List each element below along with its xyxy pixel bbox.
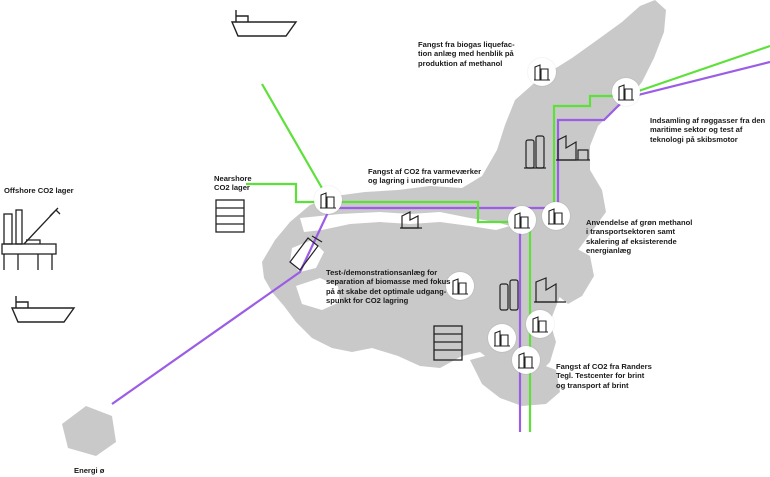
djursland-peninsula	[548, 246, 594, 304]
energy-island	[62, 406, 116, 456]
gas-cylinder-icon	[499, 279, 519, 311]
building-icon	[508, 206, 536, 234]
building-icon	[526, 310, 554, 338]
ship-icon	[230, 10, 298, 37]
label-varmevaerker: Fangst af CO2 fra varmeværker og lagring…	[368, 167, 482, 186]
label-randers: Fangst af CO2 fra Randers Tegl. Testcent…	[556, 362, 652, 390]
building-icon	[542, 202, 570, 230]
ship-icon	[10, 296, 76, 323]
storage-tank-icon	[215, 199, 245, 233]
green-route-nearshore	[261, 83, 331, 203]
label-methanol: Anvendelse af grøn methanol i transports…	[586, 218, 693, 256]
offshore-rig-icon	[1, 207, 61, 270]
factory-icon	[556, 135, 590, 161]
building-icon	[314, 186, 342, 214]
label-roeggasser: Indsamling af røggasser fra den maritime…	[650, 116, 766, 144]
jutland-landmass	[262, 0, 666, 382]
building-icon	[512, 346, 540, 374]
green-route-north	[552, 44, 770, 222]
building-icon	[612, 78, 640, 106]
limfjord-water	[300, 212, 510, 232]
building-icon	[528, 58, 556, 86]
building-icon	[446, 272, 474, 300]
factory-icon	[534, 277, 566, 303]
label-biogas: Fangst fra biogas liquefac- tion anlæg m…	[418, 40, 515, 68]
label-offshore: Offshore CO2 lager	[4, 186, 74, 195]
container-stack-icon	[433, 325, 463, 361]
building-icon	[488, 324, 516, 352]
fjord-water-3	[296, 278, 340, 310]
label-nearshore: Nearshore CO2 lager	[214, 174, 252, 193]
factory-icon	[400, 211, 422, 229]
truck-icon	[289, 235, 323, 271]
gas-cylinder-icon	[524, 135, 546, 169]
label-energi-oe: Energi ø	[74, 466, 105, 475]
label-test: Test-/demonstrationsanlæg for separation…	[326, 268, 451, 306]
